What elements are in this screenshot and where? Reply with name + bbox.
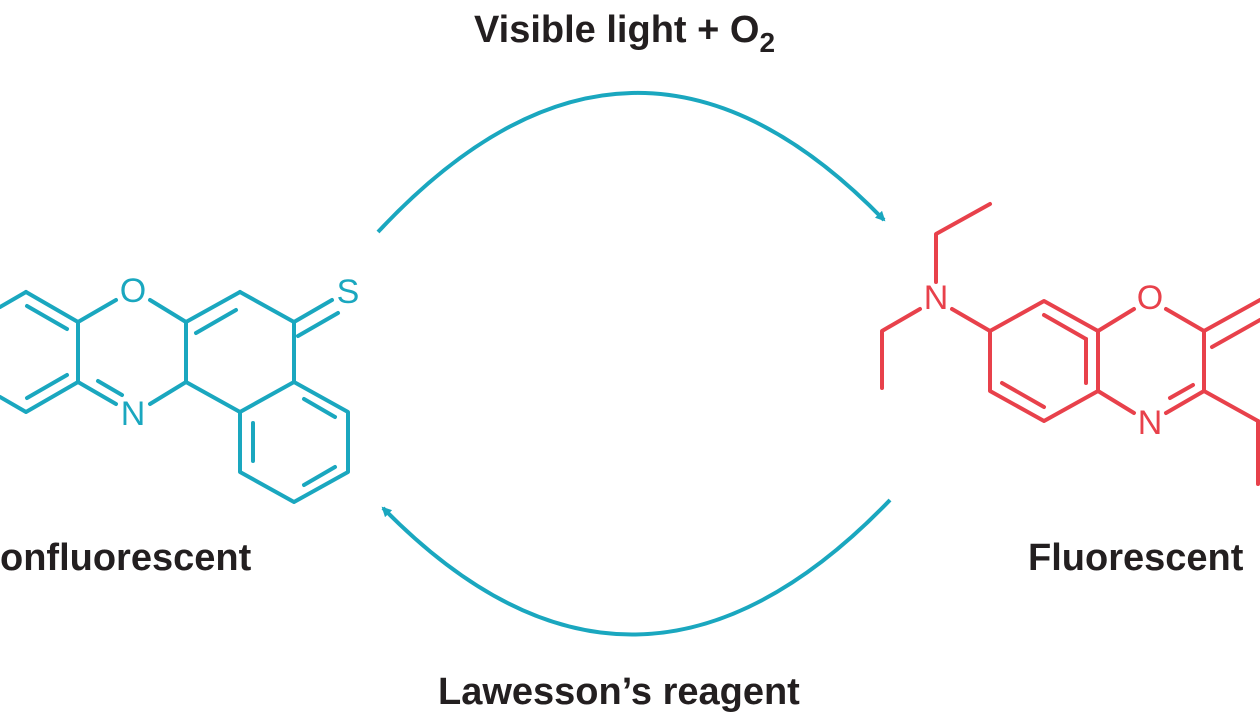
right-molecule-label: Fluorescent (1028, 537, 1244, 579)
nonfluorescent-molecule (0, 290, 350, 504)
left-oxygen-atom: O (120, 272, 146, 310)
bottom-reaction-label: Lawesson’s reagent (438, 671, 800, 713)
top-reaction-arrow (376, 91, 886, 234)
left-sulfur-atom: S (337, 273, 360, 311)
bottom-reaction-arrow (381, 498, 892, 637)
fluorescent-molecule (880, 202, 1260, 486)
left-molecule-label: onfluorescent (0, 537, 252, 579)
right-amine-nitrogen-atom: N (924, 279, 949, 317)
right-nitrogen-atom: N (1138, 404, 1163, 442)
top-reaction-main: Visible light + O (474, 9, 759, 51)
top-reaction-label: Visible light + O2 (474, 9, 775, 58)
left-nitrogen-atom: N (121, 395, 146, 433)
top-reaction-subscript: 2 (759, 27, 775, 58)
right-oxygen-atom: O (1137, 279, 1163, 317)
